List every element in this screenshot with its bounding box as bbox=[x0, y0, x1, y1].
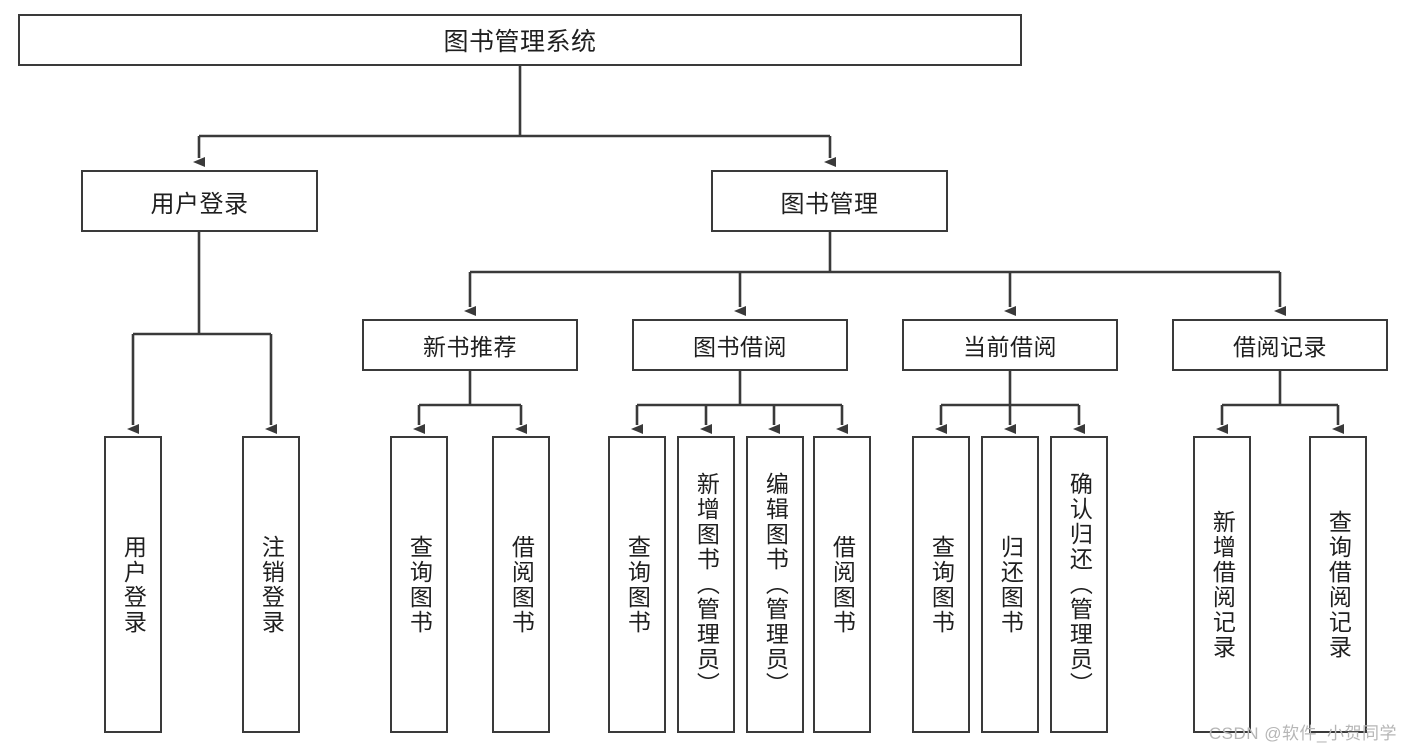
leaf-current-borrow-confirm-return[interactable]: 确认归还（管理员） bbox=[1050, 436, 1108, 733]
node-label: 新增图书（管理员） bbox=[693, 472, 720, 697]
leaf-new-book-borrow[interactable]: 借阅图书 bbox=[492, 436, 550, 733]
leaf-user-login-login[interactable]: 用户登录 bbox=[104, 436, 162, 733]
node-label: 当前借阅 bbox=[963, 334, 1057, 360]
leaf-user-login-logout[interactable]: 注销登录 bbox=[242, 436, 300, 733]
node-label: 注销登录 bbox=[258, 534, 285, 635]
node-label: 借阅图书 bbox=[829, 534, 856, 635]
node-book-borrow[interactable]: 图书借阅 bbox=[632, 319, 848, 371]
leaf-borrow-record-query[interactable]: 查询借阅记录 bbox=[1309, 436, 1367, 733]
node-label: 图书借阅 bbox=[693, 334, 787, 360]
node-label: 查询借阅记录 bbox=[1325, 509, 1352, 660]
leaf-current-borrow-return[interactable]: 归还图书 bbox=[981, 436, 1039, 733]
node-root-book-management-system[interactable]: 图书管理系统 bbox=[18, 14, 1022, 66]
node-label: 查询图书 bbox=[624, 534, 651, 635]
node-current-borrow[interactable]: 当前借阅 bbox=[902, 319, 1118, 371]
node-borrow-record[interactable]: 借阅记录 bbox=[1172, 319, 1388, 371]
leaf-new-book-query[interactable]: 查询图书 bbox=[390, 436, 448, 733]
node-label: 用户登录 bbox=[150, 190, 249, 218]
node-label: 借阅图书 bbox=[508, 534, 535, 635]
leaf-book-borrow-query[interactable]: 查询图书 bbox=[608, 436, 666, 733]
leaf-book-borrow-add[interactable]: 新增图书（管理员） bbox=[677, 436, 735, 733]
node-label: 查询图书 bbox=[928, 534, 955, 635]
node-label: 新书推荐 bbox=[423, 334, 517, 360]
node-label: 归还图书 bbox=[997, 534, 1024, 635]
leaf-book-borrow-edit[interactable]: 编辑图书（管理员） bbox=[746, 436, 804, 733]
node-label: 图书管理 bbox=[780, 190, 879, 218]
csdn-watermark: CSDN @软件_小贺同学 bbox=[1208, 724, 1397, 743]
node-label: 新增借阅记录 bbox=[1209, 509, 1236, 660]
node-label: 查询图书 bbox=[406, 534, 433, 635]
node-label: 用户登录 bbox=[120, 534, 147, 635]
node-label: 编辑图书（管理员） bbox=[762, 472, 789, 697]
leaf-current-borrow-query[interactable]: 查询图书 bbox=[912, 436, 970, 733]
leaf-book-borrow-borrow[interactable]: 借阅图书 bbox=[813, 436, 871, 733]
node-label: 确认归还（管理员） bbox=[1066, 472, 1093, 697]
node-new-book-recommend[interactable]: 新书推荐 bbox=[362, 319, 578, 371]
leaf-borrow-record-add[interactable]: 新增借阅记录 bbox=[1193, 436, 1251, 733]
node-user-login[interactable]: 用户登录 bbox=[81, 170, 318, 232]
node-label: 借阅记录 bbox=[1233, 334, 1327, 360]
node-book-management[interactable]: 图书管理 bbox=[711, 170, 948, 232]
node-label: 图书管理系统 bbox=[443, 28, 597, 56]
